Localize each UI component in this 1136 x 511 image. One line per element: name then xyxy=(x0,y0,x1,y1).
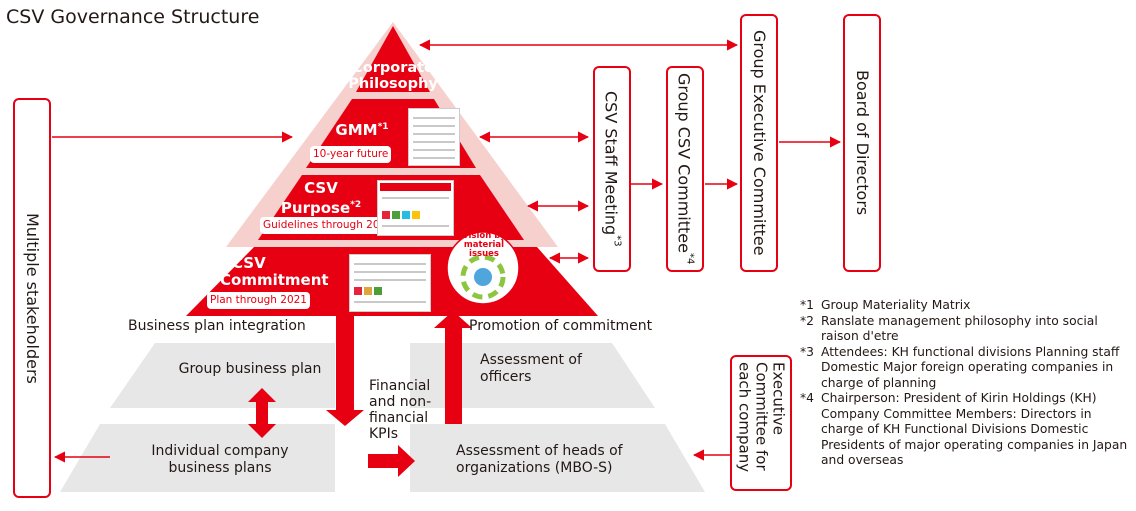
commitment-pill: Plan through 2021 xyxy=(207,292,310,309)
purpose-label: CSV Purpose*2 xyxy=(280,179,362,217)
board-of-directors-label: Board of Directors xyxy=(853,70,872,216)
business-plan-integration-label: Business plan integration xyxy=(128,318,306,334)
multiple-stakeholders-label: Multiple stakeholders xyxy=(23,212,42,384)
purpose-thumbnail xyxy=(377,180,454,236)
pyramid-tier-philosophy xyxy=(356,26,430,92)
gray-band-bottom-right xyxy=(410,424,705,492)
purpose-pill: Guidelines through 2027 xyxy=(260,217,396,234)
thick-arrow-down xyxy=(326,314,364,426)
gmm-thumbnail xyxy=(408,108,460,166)
board-of-directors-box: Board of Directors xyxy=(843,14,881,272)
commitment-thumbnail xyxy=(349,254,431,312)
vision-label: Vision by material issues xyxy=(462,231,506,259)
thick-arrow-double xyxy=(248,388,276,438)
vision-globe-icon xyxy=(474,268,492,286)
thick-arrow-right xyxy=(368,445,415,477)
csv-staff-meeting-box: CSV Staff Meeting*3 xyxy=(593,66,631,272)
csv-staff-meeting-label: CSV Staff Meeting*3 xyxy=(601,91,623,247)
commitment-label: CSV Commitment xyxy=(220,254,329,289)
thick-arrow-up xyxy=(434,311,472,424)
group-executive-committee-box: Group Executive Committee xyxy=(740,14,778,272)
group-business-plan: Group business plan xyxy=(178,361,322,377)
exec-committee-each-company-label: Executive Committee for each company xyxy=(735,362,788,473)
group-csv-committee-label: Group CSV Committee*4 xyxy=(674,73,696,265)
exec-committee-each-company-box: Executive Committee for each company xyxy=(730,355,792,491)
gray-band-bottom-left xyxy=(60,424,335,492)
gray-band-top-right xyxy=(410,343,655,408)
group-csv-committee-box: Group CSV Committee*4 xyxy=(666,66,704,272)
promotion-label: Promotion of commitment xyxy=(469,318,653,334)
gray-band-top-left xyxy=(110,343,335,408)
individual-company-plans: Individual company business plans xyxy=(151,443,289,476)
multiple-stakeholders-box: Multiple stakeholders xyxy=(13,98,51,498)
assessment-of-heads: Assessment of heads of organizations (MB… xyxy=(456,443,623,476)
group-executive-committee-label: Group Executive Committee xyxy=(750,30,769,256)
assessment-of-officers: Assessment of officers xyxy=(480,352,582,385)
gmm-label: GMM*1 xyxy=(335,121,389,139)
gmm-pill: 10-year future xyxy=(310,146,392,163)
kpi-label: Financial and non-financial KPIs xyxy=(369,378,432,442)
corporate-philosophy: Corporate Philosophy xyxy=(348,60,438,92)
page-title: CSV Governance Structure xyxy=(6,6,260,28)
